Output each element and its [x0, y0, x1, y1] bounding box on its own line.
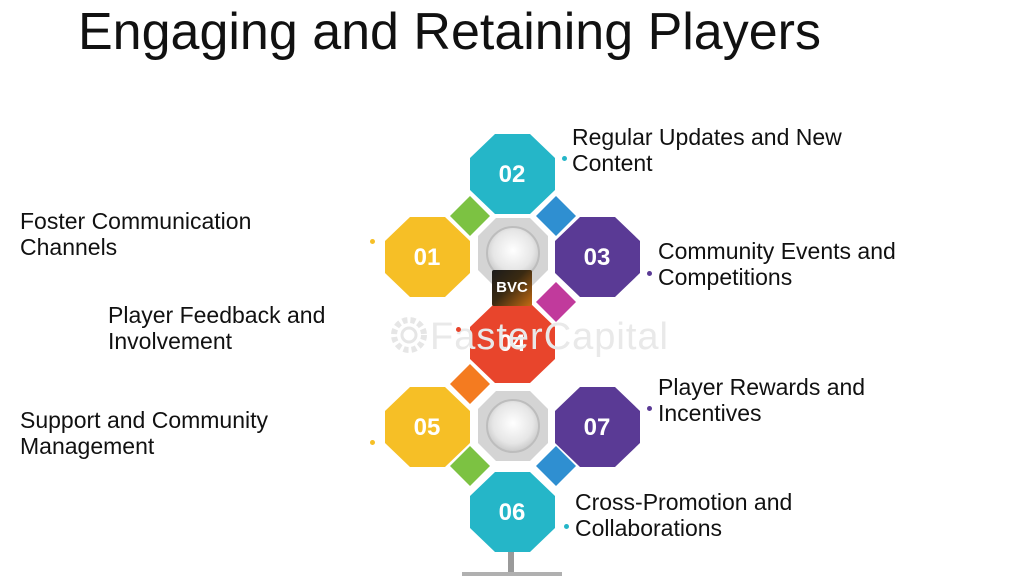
node-04-number: 04 [499, 330, 526, 357]
hub-lower [478, 391, 548, 461]
node-06: 06 [470, 472, 555, 552]
node-03-number: 03 [584, 244, 611, 271]
label-07: Player Rewards and Incentives [658, 374, 866, 426]
node-06-shape [470, 472, 555, 552]
watermark-gear-icon [391, 317, 427, 353]
node-05: 05 [385, 387, 470, 467]
node-05-number: 05 [414, 414, 441, 441]
node-02-shape [470, 134, 555, 214]
label-03: Community Events and Competitions [658, 238, 896, 290]
label-02: Regular Updates and New Content [572, 124, 842, 176]
connector-blue-lower [536, 446, 576, 486]
node-06-number: 06 [499, 499, 526, 526]
stand-base [462, 572, 562, 576]
label-04: Player Feedback and Involvement [108, 302, 326, 354]
node-01-number: 01 [414, 244, 441, 271]
bullet-03 [647, 271, 652, 276]
node-02: 02 [470, 134, 555, 214]
node-03: 03 [555, 217, 640, 297]
connector-green-upper [450, 196, 490, 236]
bullet-05 [370, 440, 375, 445]
watermark-text: FasterCapital [430, 316, 669, 358]
stand-pole [508, 540, 514, 576]
bullet-06 [564, 524, 569, 529]
bullet-04 [456, 327, 461, 332]
connector-magenta [536, 282, 576, 322]
label-05: Support and Community Management [20, 407, 269, 459]
label-06: Cross-Promotion and Collaborations [575, 489, 793, 541]
node-04-shape [470, 303, 555, 383]
node-03-shape [555, 217, 640, 297]
node-04: 04 [470, 303, 555, 383]
node-07: 07 [555, 387, 640, 467]
label-01: Foster Communication Channels [20, 208, 252, 260]
bullet-02 [562, 156, 567, 161]
bullet-07 [647, 406, 652, 411]
node-07-shape [555, 387, 640, 467]
connector-orange [450, 364, 490, 404]
node-02-number: 02 [499, 161, 526, 188]
node-01-shape [385, 217, 470, 297]
bullet-01 [370, 239, 375, 244]
node-01: 01 [385, 217, 470, 297]
node-05-shape [385, 387, 470, 467]
node-07-number: 07 [584, 414, 611, 441]
connector-blue-upper [536, 196, 576, 236]
connector-green-lower [450, 446, 490, 486]
page-title: Engaging and Retaining Players [78, 3, 821, 61]
brand-logo: BVC [492, 270, 532, 306]
